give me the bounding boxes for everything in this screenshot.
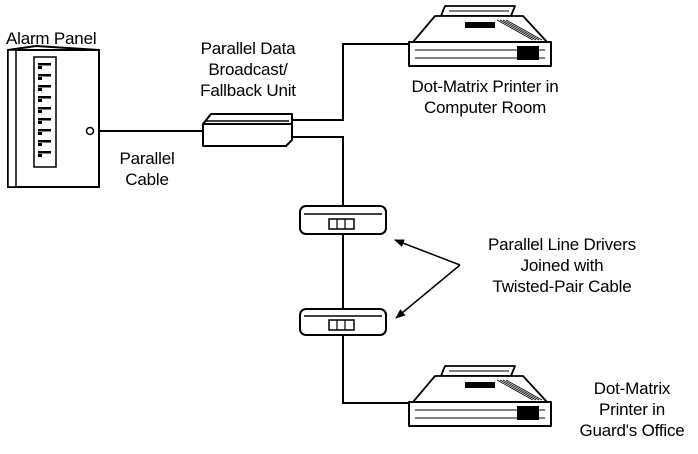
line-drivers-label: Parallel Line Drivers Joined with Twiste…	[462, 234, 662, 297]
line-drivers-label-line-1: Parallel Line Drivers	[488, 235, 636, 254]
line-driver-to-guard-printer-cable	[342, 335, 412, 404]
parallel-cable-label: Parallel Cable	[105, 148, 189, 190]
printer-guard-office-label-line-3: Guard's Office	[579, 421, 685, 440]
alarm-panel	[7, 45, 100, 188]
annotation-arrows	[394, 239, 461, 319]
broadcast-fallback-unit	[202, 113, 293, 147]
broadcast-unit-label-line-2: Broadcast/	[208, 60, 288, 79]
alarm-panel-switch-bank	[38, 63, 51, 157]
printer-computer-room	[408, 5, 552, 67]
line-drivers-label-line-2: Joined with	[520, 256, 604, 275]
alarm-panel-label: Alarm Panel	[6, 29, 97, 48]
connection-lines	[95, 43, 412, 404]
broadcast-unit-label: Parallel Data Broadcast/ Fallback Unit	[170, 38, 326, 101]
printer-computer-room-label: Dot-Matrix Printer in Computer Room	[385, 76, 585, 118]
arrow-to-top-driver	[394, 239, 461, 266]
parallel-cable-label-line-1: Parallel	[119, 149, 175, 168]
printer-computer-room-label-line-2: Computer Room	[423, 98, 547, 117]
printer-guard-office-label-line-2: Printer in	[598, 400, 666, 419]
printer-guard-office-label: Dot-Matrix Printer in Guard's Office	[572, 378, 692, 441]
alarm-panel-port	[85, 126, 95, 136]
broadcast-to-computer-room-cable	[292, 43, 412, 121]
line-driver-top	[299, 205, 387, 235]
parallel-cable-label-line-2: Cable	[125, 170, 169, 189]
broadcast-unit-label-line-1: Parallel Data	[200, 39, 296, 58]
printer-computer-room-label-line-1: Dot-Matrix Printer in	[411, 77, 559, 96]
printer-guard-office-label-line-1: Dot-Matrix	[593, 379, 671, 398]
printer-guard-office	[408, 365, 552, 427]
broadcast-unit-label-line-3: Fallback Unit	[200, 81, 296, 100]
arrow-to-bottom-driver	[395, 264, 461, 319]
broadcast-to-line-driver-cable	[292, 136, 344, 206]
line-driver-bottom	[299, 308, 387, 336]
line-drivers-label-line-3: Twisted-Pair Cable	[492, 277, 632, 296]
